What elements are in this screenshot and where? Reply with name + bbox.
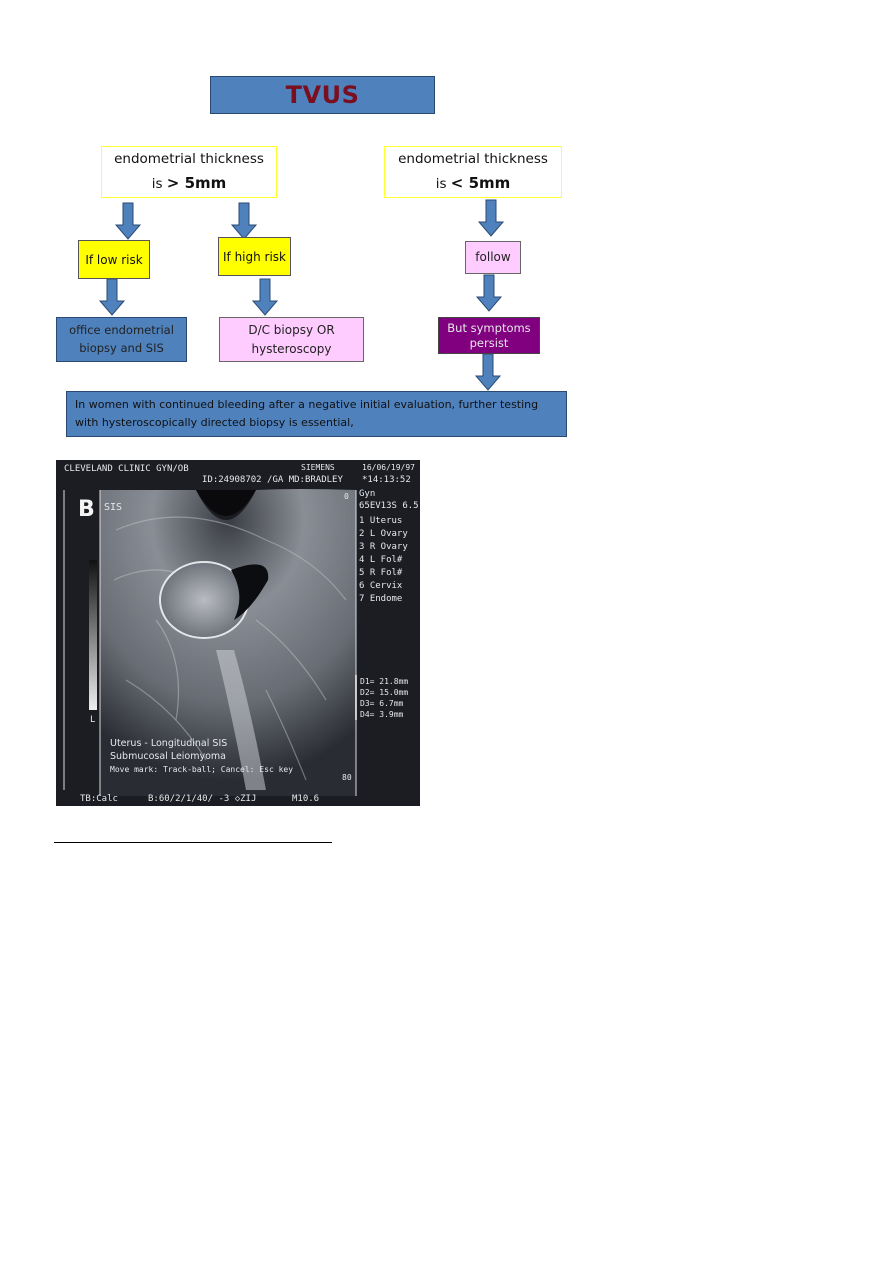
office-biopsy-box: office endometrial biopsy and SIS — [56, 317, 187, 362]
us-header-brand: SIEMENS — [301, 463, 335, 472]
us-measure-2: D3= 6.7mm — [360, 699, 404, 708]
high-risk-box: If high risk — [218, 237, 291, 276]
ultrasound-image: CLEVELAND CLINIC GYN/OB ID:24908702 /GA … — [56, 460, 420, 806]
arrow-to-note — [475, 353, 501, 391]
low-risk-label: If low risk — [85, 252, 143, 267]
us-footer-mid: B:60/2/1/40/ -3 ◇ZIJ — [148, 794, 256, 804]
us-header-id: ID:24908702 /GA MD:BRADLEY — [202, 475, 343, 485]
us-menu-2: 1 Uterus — [359, 516, 402, 526]
us-menu-5: 4 L Fol# — [359, 555, 403, 565]
us-menu-6: 5 R Fol# — [359, 568, 403, 578]
thickness-lt-label: endometrial thickness — [398, 150, 548, 167]
us-footer-left: TB:Calc — [80, 794, 118, 804]
us-measure-0: D1= 21.8mm — [360, 677, 408, 686]
thickness-lt-value-line: is < 5mm — [436, 171, 511, 196]
arrow-to-low-risk — [115, 202, 141, 240]
horizontal-rule — [54, 842, 332, 843]
follow-label: follow — [475, 250, 511, 265]
symptoms-persist-box: But symptoms persist — [438, 317, 540, 354]
thickness-gt-prefix: is — [151, 175, 167, 192]
us-caption-0: Uterus - Longitudinal SIS — [110, 738, 227, 749]
dc-biopsy-box: D/C biopsy OR hysteroscopy — [219, 317, 364, 362]
thickness-gt-5mm-box: endometrial thickness is > 5mm — [101, 146, 277, 198]
note-line1: In women with continued bleeding after a… — [75, 398, 539, 412]
arrow-to-dc-biopsy — [252, 278, 278, 316]
low-risk-box: If low risk — [78, 240, 150, 279]
probe-shadow — [196, 490, 256, 516]
gain-bar — [89, 560, 97, 710]
us-header-date: 16/06/19/97 — [362, 463, 415, 472]
thickness-gt-value: > 5mm — [166, 173, 227, 192]
arrow-to-office-biopsy — [99, 278, 125, 316]
dc-biopsy-line2: hysteroscopy — [251, 341, 332, 356]
us-caption-1: Submucosal Leiomyoma — [110, 751, 226, 762]
further-testing-note: In women with continued bleeding after a… — [66, 391, 567, 437]
symptoms-line1: But symptoms — [447, 320, 531, 335]
symptoms-line2: persist — [469, 335, 509, 350]
note-line2: with hysteroscopically directed biopsy i… — [75, 416, 354, 429]
arrow-to-symptoms — [476, 274, 502, 312]
us-measure-3: D4= 3.9mm — [360, 710, 404, 719]
us-menu-7: 6 Cervix — [359, 581, 403, 591]
thickness-gt-value-line: is > 5mm — [152, 171, 227, 196]
tvus-title-box: TVUS — [210, 76, 435, 114]
us-measure-1: D2= 15.0mm — [360, 688, 408, 697]
follow-box: follow — [465, 241, 521, 274]
high-risk-label: If high risk — [222, 249, 287, 264]
us-gain-label: L — [90, 715, 95, 725]
thickness-gt-label: endometrial thickness — [114, 150, 264, 167]
us-menu-1: 65EV13S 6.5 — [359, 501, 419, 511]
us-footer-right: M10.6 — [292, 794, 319, 804]
us-depth-bottom: 80 — [342, 773, 352, 782]
us-caption-2: Move mark: Track-ball; Cancel: Esc key — [110, 765, 293, 774]
us-menu-3: 2 L Ovary — [359, 529, 408, 539]
arrow-to-follow — [478, 199, 504, 237]
us-header-time: *14:13:52 — [362, 475, 411, 485]
thickness-lt-prefix: is — [435, 175, 451, 192]
arrow-to-high-risk — [231, 202, 257, 240]
fluid-pocket — [231, 564, 269, 620]
ultrasound-sector — [100, 489, 356, 796]
us-menu-4: 3 R Ovary — [359, 542, 408, 552]
thickness-lt-value: < 5mm — [450, 173, 511, 192]
us-mode-label: SIS — [104, 502, 122, 513]
dc-biopsy-line1: D/C biopsy OR — [248, 322, 335, 337]
office-biopsy-line1: office endometrial — [69, 322, 174, 337]
us-header-left: CLEVELAND CLINIC GYN/OB — [64, 464, 189, 474]
us-depth-top: 0 — [344, 492, 349, 501]
us-menu-0: Gyn — [359, 489, 375, 499]
tvus-title: TVUS — [285, 81, 360, 109]
us-menu-8: 7 Endome — [359, 594, 402, 604]
us-panel-letter: B — [78, 497, 95, 522]
thickness-lt-5mm-box: endometrial thickness is < 5mm — [384, 146, 562, 198]
office-biopsy-line2: biopsy and SIS — [79, 340, 164, 355]
